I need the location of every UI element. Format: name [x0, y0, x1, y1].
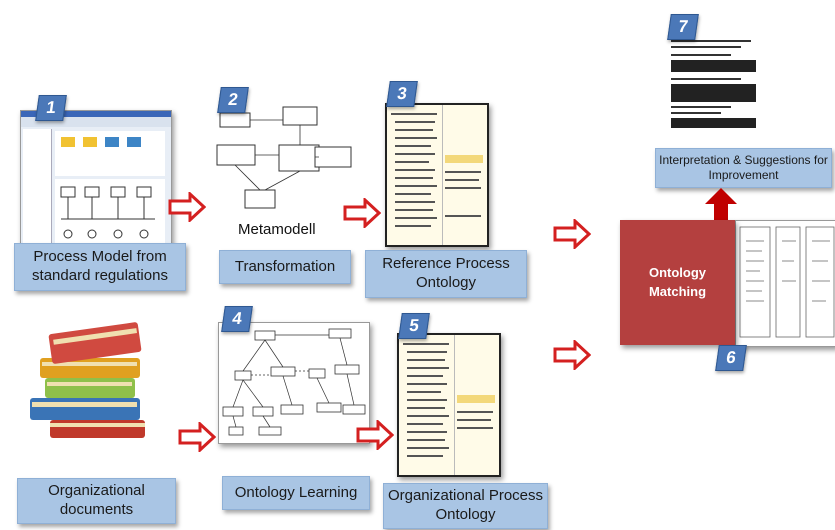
step-5-label: Organizational Process Ontology: [383, 483, 548, 529]
ontology-graph: [218, 322, 370, 444]
step-1-badge: 1: [35, 95, 67, 121]
reference-ontology-screenshot: [385, 103, 489, 247]
arrow-right-icon: [168, 192, 206, 222]
step-7-badge: 7: [667, 14, 699, 40]
step-2-badge: 2: [217, 87, 249, 113]
metamodel-caption: Metamodell: [238, 221, 316, 238]
step-6-label: Ontology Matching: [648, 265, 707, 299]
books-icon: [30, 322, 145, 438]
step-2-label: Transformation: [219, 250, 351, 284]
metamodel-diagram: [216, 106, 352, 209]
step-1-label: Process Model from standard regulations: [14, 243, 186, 291]
step-7-label: Interpretation & Suggestions for Improve…: [655, 148, 832, 188]
documents-label: Organizational documents: [17, 478, 176, 524]
ontology-matching-box[interactable]: Ontology Matching: [620, 220, 735, 345]
report-document: [665, 38, 760, 128]
organizational-ontology-screenshot: [397, 333, 501, 477]
step-6-badge: 6: [715, 345, 747, 371]
step-5-badge: 5: [398, 313, 430, 339]
up-arrow-icon: [705, 188, 737, 224]
arrow-right-icon: [343, 198, 381, 228]
matching-screenshot: [735, 220, 835, 347]
arrow-right-icon: [356, 420, 394, 450]
step-4-badge: 4: [221, 306, 253, 332]
arrow-right-icon: [553, 340, 591, 370]
arrow-right-icon: [178, 422, 216, 452]
arrow-right-icon: [553, 219, 591, 249]
step-3-label: Reference Process Ontology: [365, 250, 527, 298]
step-4-label: Ontology Learning: [222, 476, 370, 510]
step-3-badge: 3: [386, 81, 418, 107]
process-model-screenshot: [20, 110, 172, 252]
